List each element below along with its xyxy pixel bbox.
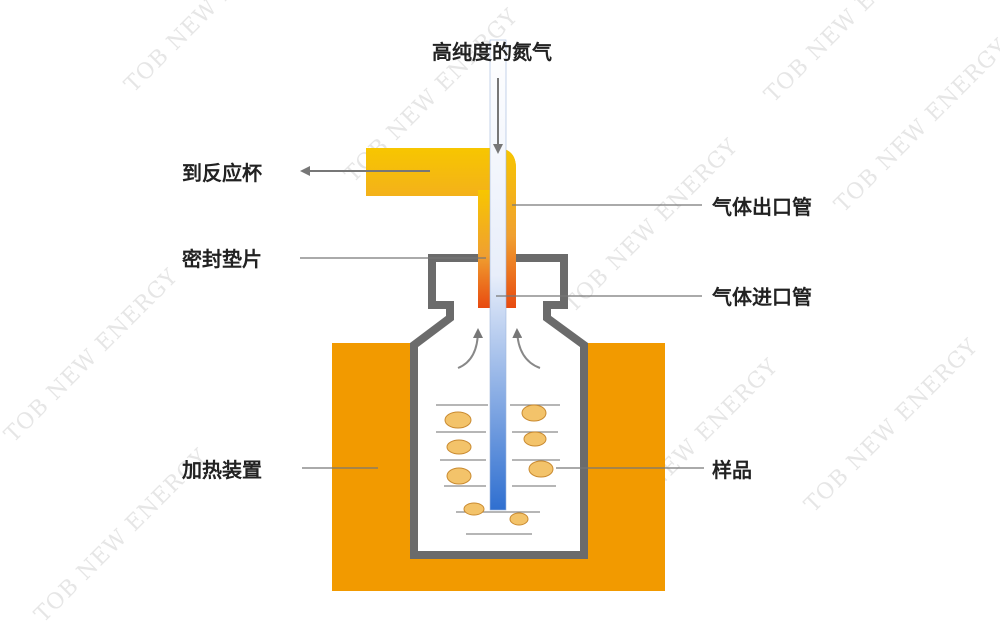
leader-lines [300, 204, 704, 469]
nitrogen-label: 高纯度的氮气 [432, 40, 552, 64]
gas-flow-arrow-left [457, 328, 483, 369]
heating-device-label: 加热装置 [182, 458, 262, 482]
gas-flow-arrow-right [512, 328, 541, 369]
septum-label: 密封垫片 [182, 247, 262, 271]
sample-particles [444, 404, 554, 526]
gas-inlet-tube [489, 39, 507, 511]
sample-label: 样品 [712, 458, 752, 482]
gas-outlet-tube-body [366, 148, 516, 308]
to-reaction-cup-label: 到反应杯 [182, 161, 262, 185]
gas-inlet-tube-label: 气体进口管 [712, 285, 812, 309]
gas-outlet-tube-left-leg [478, 190, 490, 308]
gas-outlet-tube-label: 气体出口管 [712, 195, 812, 219]
